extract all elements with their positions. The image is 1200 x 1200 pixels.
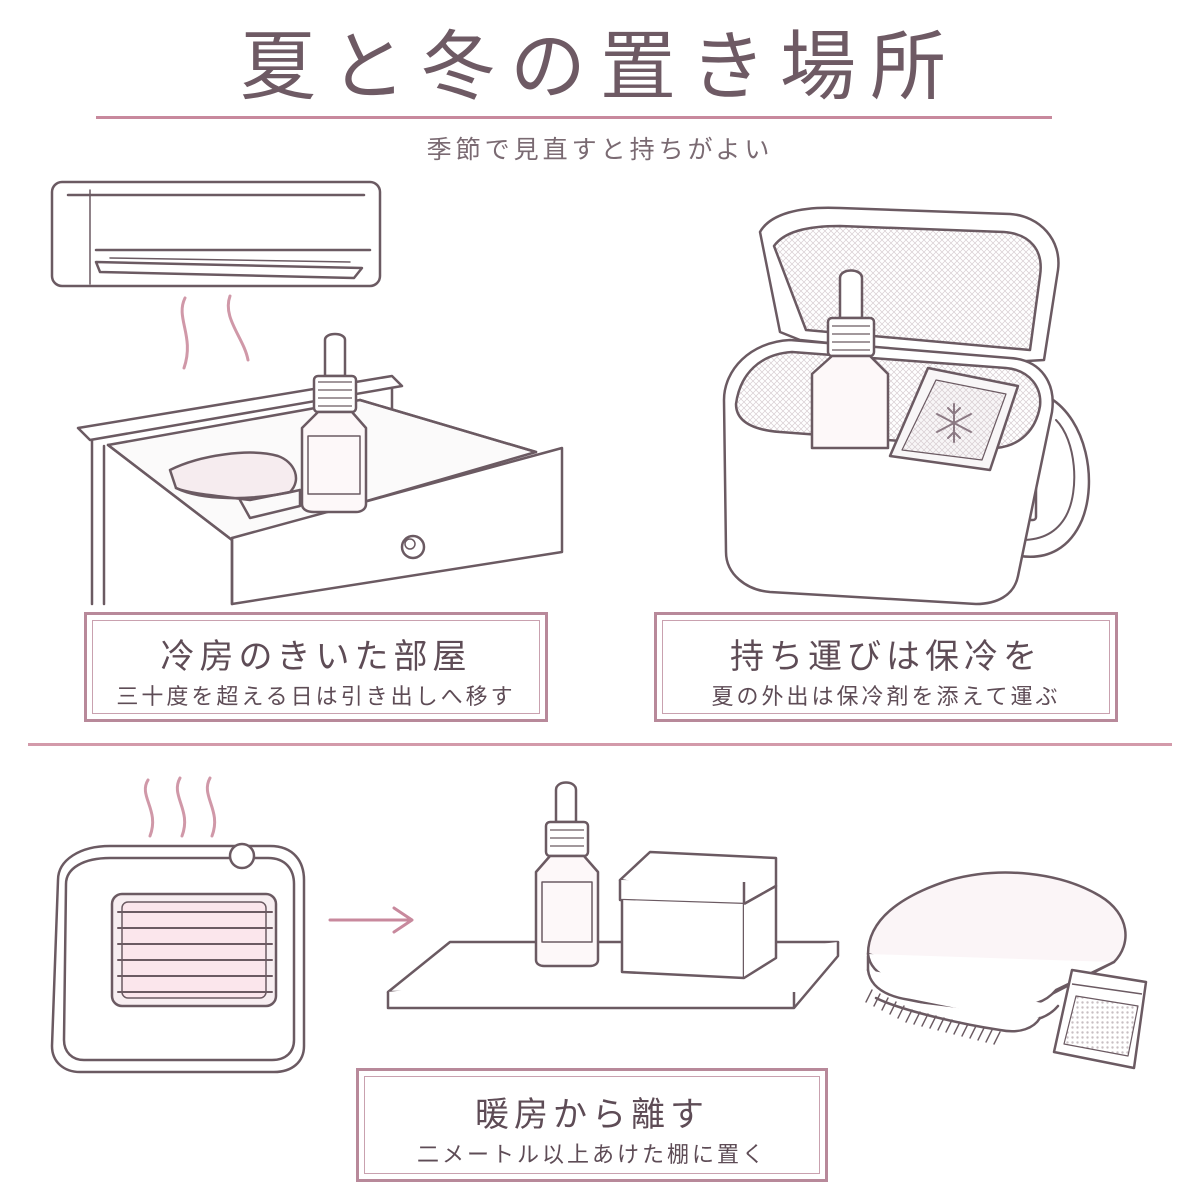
card-title: 冷房のきいた部屋 [160,637,472,677]
card-text: 二メートル以上あけた棚に置く [416,1143,767,1168]
card-title: 暖房から離す [475,1095,709,1135]
page-subtitle: 季節で見直すと持ちがよい [426,135,774,164]
card-cool-room: 冷房のきいた部屋 三十度を超える日は引き出しへ移す [84,612,548,722]
card-inner-border [92,620,540,714]
card-text: 夏の外出は保冷剤を添えて運ぶ [711,685,1061,710]
card-inner-border [364,1076,820,1174]
title-underline [96,116,1052,119]
section-divider [28,743,1172,746]
card-text: 三十度を超える日は引き出しへ移す [116,685,516,710]
page-title: 夏と冬の置き場所 [240,22,960,111]
card-title: 持ち運びは保冷を [730,637,1042,677]
card-inner-border [662,620,1110,714]
card-away-from-heater: 暖房から離す 二メートル以上あけた棚に置く [356,1068,828,1182]
card-carry-cool: 持ち運びは保冷を 夏の外出は保冷剤を添えて運ぶ [654,612,1118,722]
